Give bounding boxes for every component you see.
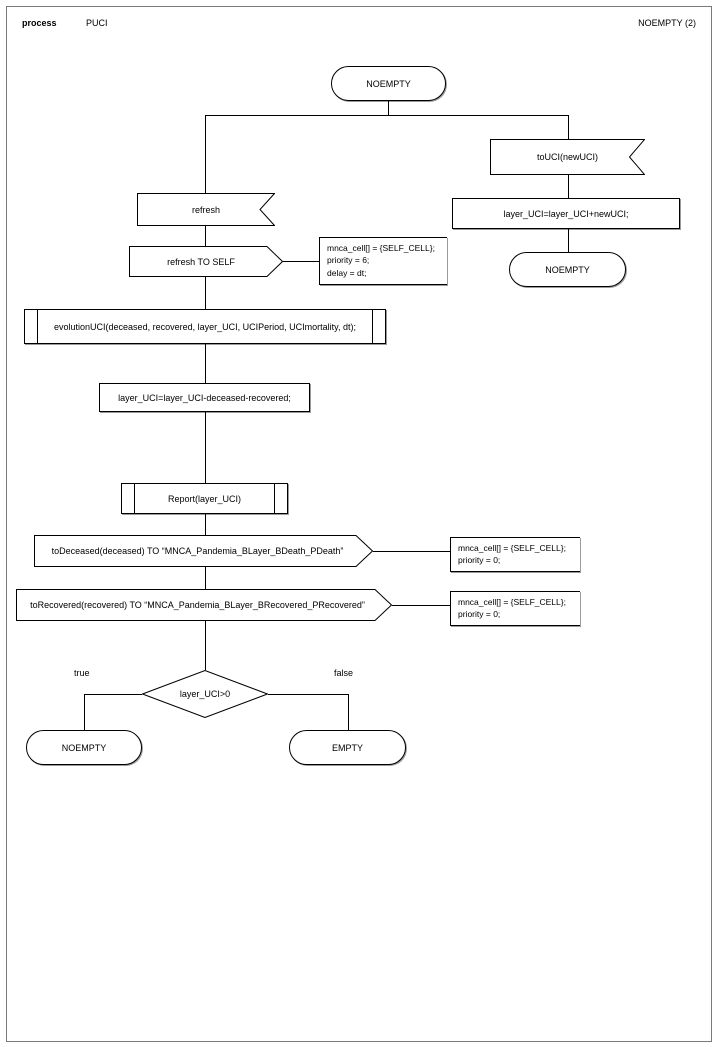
output-symbol-shape	[34, 535, 373, 567]
output-symbol-shape	[16, 589, 392, 621]
procedure-report-label: Report(layer_UCI)	[167, 493, 242, 504]
decision-layer-uci-gt-zero[interactable]: layer_UCI>0	[141, 669, 269, 719]
output-to-deceased[interactable]: toDeceased(deceased) TO “MNCA_Pandemia_B…	[34, 535, 373, 567]
task-layer-uci-subtract[interactable]: layer_UCI=layer_UCI-deceased-recovered;	[99, 383, 310, 412]
output-refresh-to-self[interactable]: refresh TO SELF	[129, 246, 283, 277]
connector-split-horizontal	[205, 115, 569, 116]
connector-true-horizontal	[84, 694, 142, 695]
input-symbol-shape	[137, 193, 275, 226]
header-process-name: PUCI	[86, 18, 108, 28]
connector-task-to-endstate	[568, 229, 569, 252]
connector-task-to-report	[205, 412, 206, 483]
input-touci-newuci[interactable]: toUCI(newUCI)	[490, 139, 645, 175]
output-to-deceased-label: toDeceased(deceased) TO “MNCA_Pandemia_B…	[51, 546, 344, 556]
task-layer-uci-add-label: layer_UCI=layer_UCI+newUCI;	[503, 208, 629, 219]
connector-right-branch-down	[568, 115, 569, 139]
connector-todeceased-to-torecovered	[205, 567, 206, 589]
connector-false-down	[348, 694, 349, 730]
branch-label-false: false	[334, 668, 354, 678]
start-state-noempty[interactable]: NOEMPTY	[331, 66, 446, 101]
output-to-recovered[interactable]: toRecovered(recovered) TO “MNCA_Pandemia…	[16, 589, 392, 621]
output-symbol-shape	[129, 246, 283, 277]
decision-symbol-shape	[141, 669, 269, 719]
state-empty-false-label: EMPTY	[331, 742, 363, 753]
task-layer-uci-subtract-label: layer_UCI=layer_UCI-deceased-recovered;	[118, 392, 291, 403]
comment-refresh-to-self: mnca_cell[] = {SELF_CELL}; priority = 6;…	[319, 237, 447, 285]
input-refresh-label: refresh	[191, 204, 220, 215]
state-noempty-true-label: NOEMPTY	[61, 742, 107, 753]
input-touci-label: toUCI(newUCI)	[536, 152, 598, 162]
branch-label-true: true	[74, 668, 90, 678]
header-page-ref: NOEMPTY (2)	[638, 18, 696, 28]
comment-to-recovered: mnca_cell[] = {SELF_CELL}; priority = 0;	[450, 591, 580, 626]
connector-report-to-todeceased	[205, 514, 206, 535]
connector-touci-to-task	[568, 175, 569, 198]
input-refresh[interactable]: refresh	[137, 193, 275, 226]
output-refresh-to-self-label: refresh TO SELF	[167, 256, 235, 267]
state-noempty-true-branch[interactable]: NOEMPTY	[26, 730, 142, 765]
procedure-evolution-uci-label: evolutionUCI(deceased, recovered, layer_…	[54, 321, 356, 332]
connector-proc-to-task	[205, 344, 206, 383]
input-symbol-shape	[490, 139, 645, 175]
end-state-noempty-right-label: NOEMPTY	[545, 264, 590, 275]
start-state-label: NOEMPTY	[366, 78, 411, 89]
procedure-report[interactable]: Report(layer_UCI)	[121, 483, 288, 514]
procedure-evolution-uci[interactable]: evolutionUCI(deceased, recovered, layer_…	[24, 309, 386, 344]
decision-label: layer_UCI>0	[179, 689, 231, 699]
header-kind-label: process	[22, 18, 57, 28]
connector-false-horizontal	[268, 694, 348, 695]
connector-true-down	[84, 694, 85, 730]
comment-to-deceased: mnca_cell[] = {SELF_CELL}; priority = 0;	[450, 537, 580, 572]
connector-comment-3	[392, 605, 450, 606]
connector-torecovered-to-decision	[205, 621, 206, 670]
task-layer-uci-add[interactable]: layer_UCI=layer_UCI+newUCI;	[452, 198, 680, 229]
connector-start-down	[388, 101, 389, 115]
state-empty-false-branch[interactable]: EMPTY	[289, 730, 406, 765]
connector-output-to-proc	[205, 277, 206, 309]
connector-refresh-to-output	[205, 226, 206, 246]
connector-comment-1	[283, 261, 319, 262]
page-border	[6, 6, 712, 1042]
connector-comment-2	[373, 551, 450, 552]
connector-left-branch-down	[205, 115, 206, 193]
output-to-recovered-label: toRecovered(recovered) TO “MNCA_Pandemia…	[30, 600, 365, 610]
end-state-noempty-right[interactable]: NOEMPTY	[509, 252, 626, 287]
